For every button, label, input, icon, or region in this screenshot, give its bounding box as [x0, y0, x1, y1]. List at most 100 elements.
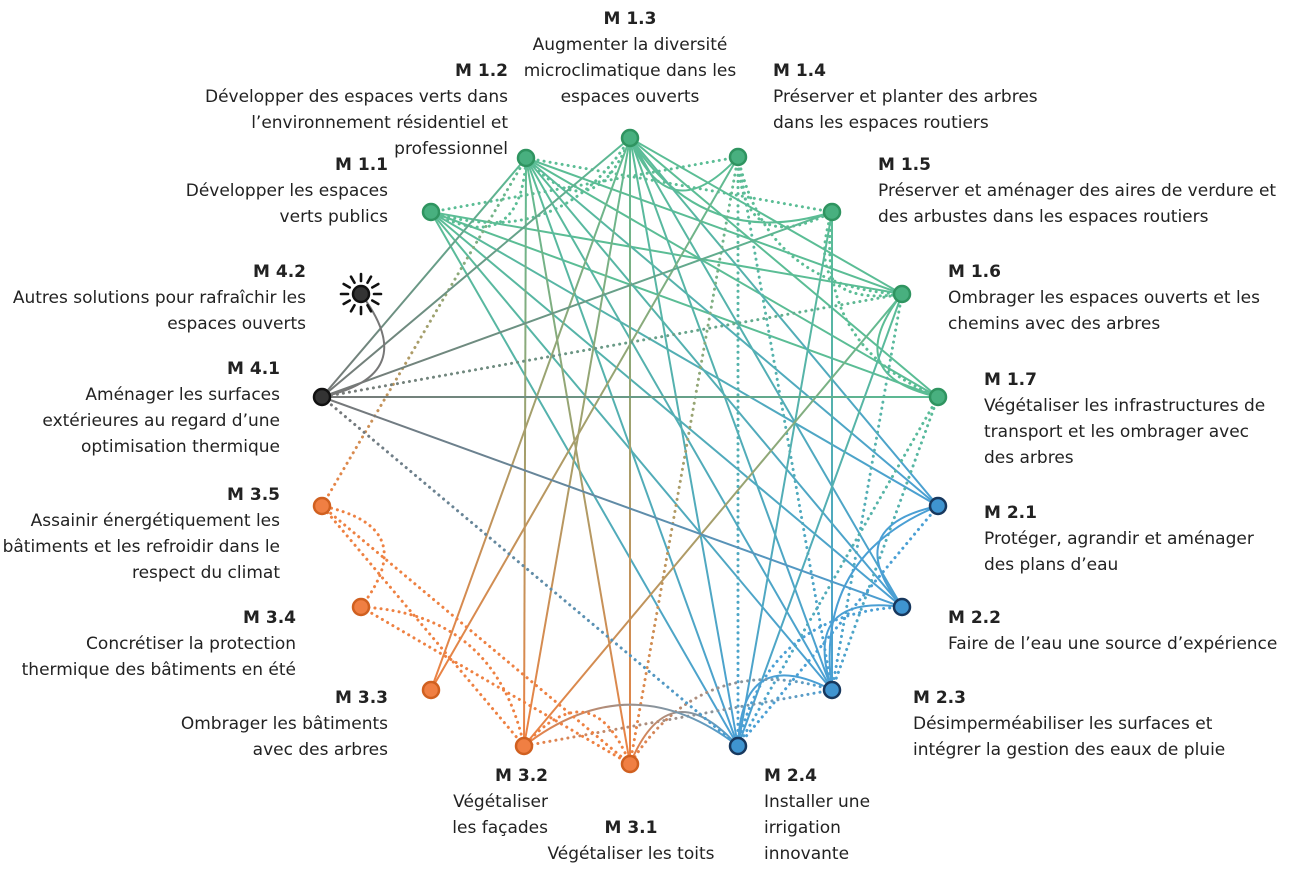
node-m1-2: [516, 148, 536, 168]
label-m1-7: M 1.7 Végétaliser les infrastructures de…: [984, 367, 1284, 471]
label-m4-1-code: M 4.1: [227, 359, 280, 379]
label-m3-4: M 3.4 Concrétiser la protection thermiqu…: [0, 605, 296, 683]
label-m3-1-text: Végétaliser les toits: [547, 844, 715, 864]
node-m1-1: [421, 202, 441, 222]
label-m1-1-text: Développer les espaces verts publics: [185, 181, 388, 227]
link-m1-3-m1-6: [629, 137, 903, 295]
link-m1-2-m2-4: [525, 157, 739, 747]
label-m2-4-code: M 2.4: [764, 766, 817, 786]
link-m1-3-m2-1: [629, 137, 939, 507]
link-m1-1-m1-2: [429, 156, 528, 229]
node-m2-3: [822, 680, 842, 700]
label-m4-2-text: Autres solutions pour rafraîchir les esp…: [12, 288, 306, 334]
link-m1-7-m2-4: [736, 395, 940, 748]
label-m4-2: M 4.2 Autres solutions pour rafraîchir l…: [0, 259, 306, 337]
label-m2-2-code: M 2.2: [948, 608, 1001, 628]
link-m1-1-m1-7: [430, 211, 939, 398]
link-m1-3-m4-1: [321, 137, 631, 398]
label-m1-4: M 1.4 Préserver et planter des arbres da…: [773, 58, 1063, 136]
link-m3-1-m3-5: [320, 504, 632, 766]
label-m2-2-text: Faire de l’eau une source d’expérience: [948, 634, 1278, 654]
label-m2-3: M 2.3 Désimperméabiliser les surfaces et…: [913, 685, 1243, 763]
label-m4-2-code: M 4.2: [253, 262, 306, 282]
node-m1-3: [620, 128, 640, 148]
link-m2-2-m2-3: [823, 604, 903, 691]
label-m1-5: M 1.5 Préserver et aménager des aires de…: [878, 152, 1278, 230]
link-m1-1-m1-6: [430, 211, 903, 295]
label-m1-6-code: M 1.6: [948, 262, 1001, 282]
label-m3-2: M 3.2 Végétaliser les façades: [408, 763, 548, 841]
label-m1-3-code: M 1.3: [603, 9, 657, 29]
link-m1-5-m2-4: [737, 211, 833, 747]
link-m2-2-m4-1: [321, 396, 903, 608]
label-m1-3-text: Augmenter la diversité microclimatique d…: [523, 35, 737, 107]
node-m3-3: [421, 680, 441, 700]
link-m1-2-m1-6: [525, 157, 903, 295]
label-m3-5: M 3.5 Assainir énergétiquement les bâtim…: [0, 482, 280, 586]
label-m3-3-code: M 3.3: [335, 688, 388, 708]
label-m2-3-code: M 2.3: [913, 688, 966, 708]
link-m1-4-m1-6: [736, 155, 904, 296]
label-m2-3-text: Désimperméabiliser les surfaces et intég…: [913, 714, 1226, 760]
label-m2-4-text: Installer une irrigation innovante: [764, 792, 871, 864]
label-m3-1: M 3.1 Végétaliser les toits: [521, 815, 741, 867]
link-m2-1-m2-3: [828, 505, 939, 691]
link-m1-3-m1-5: [629, 137, 833, 224]
label-m1-7-code: M 1.7: [984, 370, 1037, 390]
link-m4-1-m4-2: [321, 293, 386, 398]
link-m1-3-m2-3: [629, 137, 833, 691]
label-m3-4-text: Concrétiser la protection thermique des …: [21, 634, 296, 680]
label-m3-5-code: M 3.5: [227, 485, 280, 505]
node-m3-2: [514, 736, 534, 756]
links-layer: [320, 136, 940, 766]
label-m1-5-code: M 1.5: [878, 155, 931, 175]
link-m1-1-m2-2: [430, 211, 903, 608]
link-m1-2-m4-1: [321, 157, 527, 398]
link-m1-6-m1-7: [876, 293, 939, 398]
link-m1-1-m1-4: [429, 155, 740, 214]
node-m4-2-rays: [339, 272, 383, 316]
label-m1-1: M 1.1 Développer les espaces verts publi…: [128, 152, 388, 230]
link-m1-2-m2-1: [525, 157, 939, 507]
node-m4-1: [312, 387, 332, 407]
link-m1-5-m4-1: [321, 211, 833, 398]
label-m1-2-text: Développer des espaces verts dans l’envi…: [204, 87, 508, 159]
link-m1-1-m2-4: [430, 211, 739, 747]
label-m1-3: M 1.3 Augmenter la diversité microclimat…: [520, 6, 740, 110]
link-m1-3-m3-2: [523, 137, 631, 747]
link-m1-5-m1-7: [828, 210, 940, 399]
label-m1-4-text: Préserver et planter des arbres dans les…: [773, 87, 1038, 133]
link-m3-4-m3-5: [320, 504, 386, 609]
node-m2-2: [892, 597, 912, 617]
label-m1-2-code: M 1.2: [455, 61, 508, 81]
link-m1-6-m4-1: [320, 292, 904, 399]
label-m2-1: M 2.1 Protéger, agrandir et aménager des…: [984, 500, 1284, 578]
link-m2-4-m3-2: [523, 703, 739, 747]
label-m1-1-code: M 1.1: [335, 155, 388, 175]
link-m1-4-m1-5: [736, 155, 834, 229]
link-m3-2-m3-4: [359, 605, 526, 748]
link-m1-6-m2-4: [737, 293, 903, 747]
label-m3-2-text: Végétaliser les façades: [452, 792, 548, 838]
link-m2-2-m2-4: [736, 605, 904, 748]
label-m3-4-code: M 3.4: [243, 608, 296, 628]
label-m3-3-text: Ombrager les bâtiments avec des arbres: [180, 714, 388, 760]
label-m2-2: M 2.2 Faire de l’eau une source d’expéri…: [948, 605, 1308, 657]
link-m1-4-m3-1: [628, 155, 740, 766]
link-m1-2-m3-2: [523, 157, 527, 747]
link-m3-1-m3-4: [359, 605, 632, 766]
link-m1-6-m3-2: [523, 293, 903, 747]
node-m4-2: [351, 284, 371, 304]
node-m3-4: [351, 597, 371, 617]
label-m2-1-text: Protéger, agrandir et aménager des plans…: [984, 529, 1254, 575]
label-m1-5-text: Préserver et aménager des aires de verdu…: [878, 181, 1277, 227]
label-m1-4-code: M 1.4: [773, 61, 826, 81]
link-m1-1-m1-3: [429, 136, 632, 224]
link-m2-3-m3-1: [628, 678, 834, 766]
link-m1-3-m2-4: [629, 137, 739, 747]
node-m3-5: [312, 496, 332, 516]
node-m1-7: [928, 387, 948, 407]
link-m1-1-m2-1: [430, 211, 939, 507]
label-m3-3: M 3.3 Ombrager les bâtiments avec des ar…: [128, 685, 388, 763]
link-m1-6-m2-3: [830, 292, 904, 692]
